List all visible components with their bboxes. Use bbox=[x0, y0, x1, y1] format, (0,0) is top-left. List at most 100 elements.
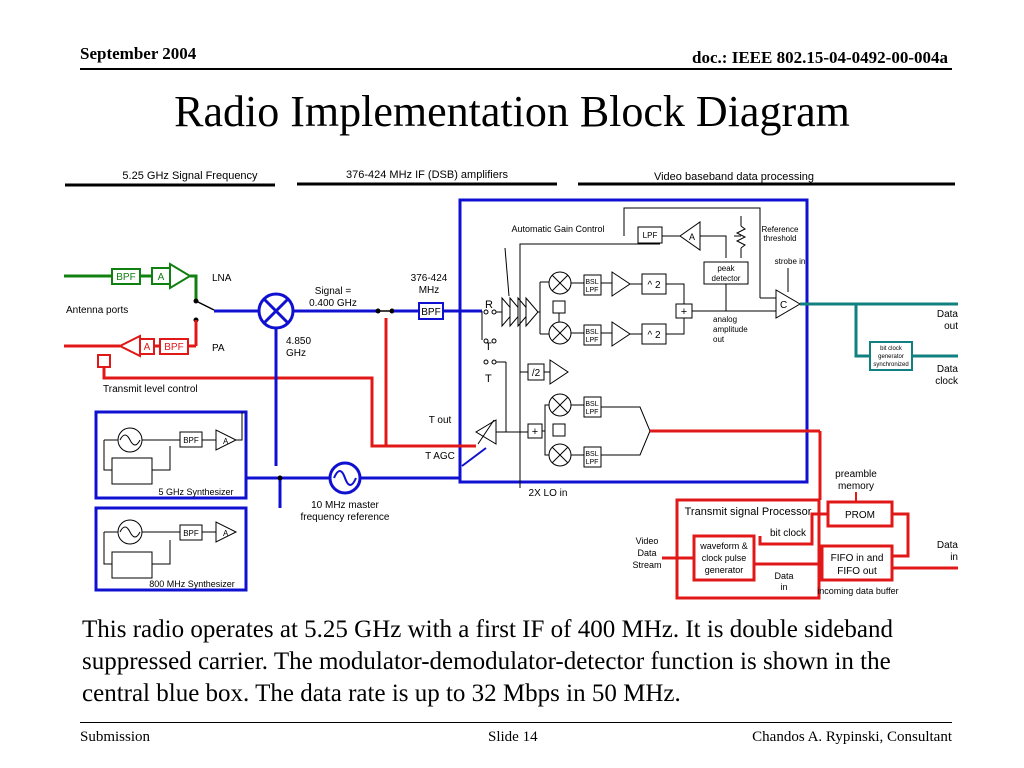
slide-title: Radio Implementation Block Diagram bbox=[174, 87, 850, 136]
svg-text:BPF: BPF bbox=[116, 272, 135, 283]
svg-text:T AGC: T AGC bbox=[425, 451, 455, 462]
header-doc-id: doc.: IEEE 802.15-04-0492-00-004a bbox=[692, 48, 948, 67]
section-rf-label: 5.25 GHz Signal Frequency bbox=[122, 170, 258, 182]
svg-text:generator: generator bbox=[878, 354, 904, 360]
svg-text:T: T bbox=[485, 341, 492, 353]
caption: This radio operates at 5.25 GHz with a f… bbox=[82, 616, 893, 707]
transmit-level-detector bbox=[97, 354, 111, 368]
svg-text:T out: T out bbox=[429, 415, 452, 426]
svg-text:C: C bbox=[780, 300, 787, 311]
svg-text:Data: Data bbox=[637, 548, 656, 558]
svg-text:10 MHz master: 10 MHz master bbox=[311, 500, 379, 511]
svg-text:detector: detector bbox=[712, 274, 741, 283]
svg-text:Signal =: Signal = bbox=[315, 286, 352, 297]
section-if-label: 376-424 MHz IF (DSB) amplifiers bbox=[346, 169, 508, 181]
svg-text:amplitude: amplitude bbox=[713, 325, 748, 334]
footer-slide-number: Slide 14 bbox=[488, 729, 538, 745]
svg-text:BPF: BPF bbox=[183, 529, 199, 538]
svg-text:BSL: BSL bbox=[585, 401, 598, 408]
svg-text:out: out bbox=[944, 321, 958, 332]
svg-text:bit clock: bit clock bbox=[770, 528, 807, 539]
svg-text:/2: /2 bbox=[532, 368, 541, 379]
svg-text:800 MHz Synthesizer: 800 MHz Synthesizer bbox=[149, 579, 235, 589]
svg-text:BSL: BSL bbox=[585, 451, 598, 458]
transmit-level-label: Transmit level control bbox=[103, 384, 198, 395]
synthesizer-800mhz: BPF A 800 MHz Synthesizer bbox=[94, 506, 248, 592]
svg-text:BPF: BPF bbox=[183, 436, 199, 445]
svg-text:MHz: MHz bbox=[419, 285, 440, 296]
svg-text:Data: Data bbox=[937, 364, 959, 375]
svg-text:Data: Data bbox=[937, 309, 959, 320]
lna-icon bbox=[169, 262, 192, 290]
svg-text:A: A bbox=[223, 529, 229, 538]
svg-text:A: A bbox=[689, 232, 695, 242]
svg-text:clock: clock bbox=[935, 376, 959, 387]
svg-text:FIFO out: FIFO out bbox=[837, 566, 877, 577]
svg-text:5 GHz Synthesizer: 5 GHz Synthesizer bbox=[158, 487, 233, 497]
if-amp-1 bbox=[501, 296, 515, 328]
svg-text:4.850: 4.850 bbox=[286, 336, 311, 347]
svg-text:bit clock: bit clock bbox=[880, 346, 903, 352]
svg-text:LPF: LPF bbox=[586, 337, 599, 344]
section-headers: 5.25 GHz Signal Frequency 376-424 MHz IF… bbox=[65, 169, 955, 187]
lna-label: LNA bbox=[212, 273, 232, 284]
svg-text:incoming data buffer: incoming data buffer bbox=[817, 586, 898, 596]
svg-text:out: out bbox=[713, 335, 725, 344]
if-amp-3 bbox=[517, 296, 531, 328]
footer-rule bbox=[80, 722, 952, 723]
svg-text:A: A bbox=[144, 342, 151, 353]
if-chain: Signal = 0.400 GHz BPF 376-424 MHz bbox=[293, 273, 483, 446]
svg-text:BSL: BSL bbox=[585, 279, 598, 286]
demodulator: R T T BSL LPF BSL LPF bbox=[425, 207, 822, 500]
svg-text:BPF: BPF bbox=[421, 307, 440, 318]
rx-path: BPF A LNA bbox=[64, 262, 232, 300]
central-blue-box bbox=[458, 198, 809, 484]
if-amp-4 bbox=[525, 296, 539, 328]
transmit-signal-processor: Transmit signal Processor preamble memor… bbox=[632, 469, 959, 600]
svg-text:2X LO in: 2X LO in bbox=[529, 488, 568, 499]
section-video-label: Video baseband data processing bbox=[654, 171, 814, 183]
svg-text:Data: Data bbox=[937, 540, 959, 551]
svg-text:GHz: GHz bbox=[286, 348, 306, 359]
svg-text:in: in bbox=[950, 552, 958, 563]
tr-switch: Antenna ports bbox=[66, 298, 258, 346]
svg-text:0.400 GHz: 0.400 GHz bbox=[309, 298, 357, 309]
pa-label: PA bbox=[212, 343, 225, 354]
if-amp-2 bbox=[509, 296, 523, 328]
svg-text:376-424: 376-424 bbox=[411, 273, 448, 284]
bsl-lpf-1 bbox=[583, 274, 602, 296]
pa-icon bbox=[117, 334, 141, 358]
svg-text:LPF: LPF bbox=[586, 287, 599, 294]
svg-text:in: in bbox=[780, 582, 787, 592]
svg-text:strobe in: strobe in bbox=[775, 257, 806, 266]
svg-text:Reference: Reference bbox=[762, 225, 799, 234]
svg-text:peak: peak bbox=[717, 264, 735, 273]
svg-text:waveform &: waveform & bbox=[699, 541, 748, 551]
svg-text:memory: memory bbox=[838, 481, 874, 492]
svg-text:A: A bbox=[223, 437, 229, 446]
svg-text:LPF: LPF bbox=[586, 459, 599, 466]
svg-text:threshold: threshold bbox=[764, 234, 797, 243]
svg-text:BPF: BPF bbox=[164, 342, 183, 353]
footer-author: Chandos A. Rypinski, Consultant bbox=[752, 729, 952, 745]
svg-text:LPF: LPF bbox=[643, 231, 658, 240]
r-label: R bbox=[485, 299, 493, 311]
svg-text:FIFO in and: FIFO in and bbox=[831, 553, 884, 564]
agc-label: Automatic Gain Control bbox=[511, 224, 604, 234]
svg-text:Data: Data bbox=[774, 571, 793, 581]
svg-text:T: T bbox=[485, 373, 492, 385]
svg-text:LPF: LPF bbox=[586, 409, 599, 416]
antenna-ports-label: Antenna ports bbox=[66, 305, 128, 316]
svg-text:+: + bbox=[681, 306, 687, 318]
svg-text:synchronized: synchronized bbox=[873, 362, 908, 368]
svg-text:generator: generator bbox=[705, 565, 744, 575]
synthesizer-5ghz: BPF A 5 GHz Synthesizer bbox=[94, 410, 248, 500]
svg-text:PROM: PROM bbox=[845, 510, 875, 521]
svg-text:A: A bbox=[158, 272, 165, 283]
tx-path: A BPF PA Transmit level control bbox=[64, 334, 476, 448]
data-outputs: bit clock generator synchronized Data ou… bbox=[800, 302, 959, 387]
bsl-lpf-2 bbox=[583, 324, 602, 346]
svg-text:analog: analog bbox=[713, 315, 737, 324]
comparator bbox=[775, 289, 801, 319]
